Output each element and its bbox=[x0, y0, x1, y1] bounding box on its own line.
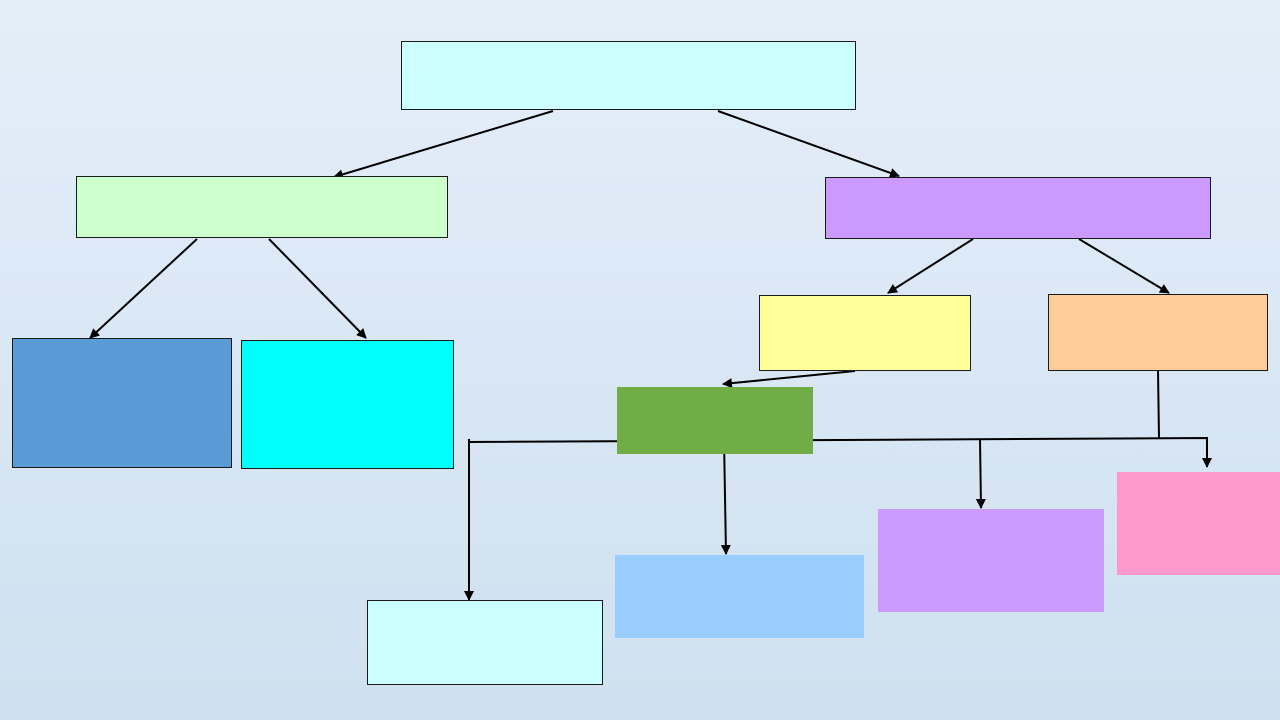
bottom-node-1 bbox=[367, 600, 603, 685]
edge-right-branch-to-right-child-2 bbox=[1078, 238, 1170, 294]
root-node bbox=[401, 41, 856, 110]
bottom-node-1-label bbox=[368, 601, 602, 684]
edge-right-child-2-stem bbox=[1157, 369, 1160, 439]
bottom-node-3-label bbox=[878, 509, 1104, 612]
edge-left-branch-to-left-child-2 bbox=[268, 238, 367, 339]
bottom-node-2 bbox=[615, 555, 864, 638]
edge-right-branch-to-right-child-1 bbox=[887, 238, 974, 294]
right-child-node-1 bbox=[759, 295, 971, 371]
right-branch-node bbox=[825, 177, 1211, 239]
edge-bus-to-bottom-node-2 bbox=[720, 438, 731, 555]
bottom-node-2-label bbox=[615, 555, 864, 638]
root-node-label bbox=[402, 42, 855, 109]
bottom-node-3 bbox=[878, 509, 1104, 612]
right-child-node-2-label bbox=[1049, 295, 1267, 370]
middle-node bbox=[617, 387, 813, 454]
left-child-node-1-label bbox=[13, 339, 231, 467]
edge-right-child-1-to-middle-node bbox=[722, 370, 856, 389]
left-child-node-2-label bbox=[242, 341, 453, 468]
edge-left-branch-to-left-child-1 bbox=[89, 238, 198, 339]
edge-root-to-left-branch bbox=[333, 110, 554, 180]
edge-bus-to-bottom-node-3 bbox=[975, 438, 986, 509]
edge-distribution-bus bbox=[468, 436, 1212, 468]
middle-node-label bbox=[617, 387, 813, 454]
left-child-node-2 bbox=[241, 340, 454, 469]
bottom-node-4 bbox=[1117, 472, 1280, 575]
right-branch-node-label bbox=[826, 178, 1210, 238]
left-branch-node bbox=[76, 176, 448, 238]
bottom-node-4-label bbox=[1117, 472, 1280, 575]
edge-root-to-right-branch bbox=[717, 110, 900, 178]
left-child-node-1 bbox=[12, 338, 232, 468]
right-child-node-1-label bbox=[760, 296, 970, 370]
left-branch-node-label bbox=[77, 177, 447, 237]
right-child-node-2 bbox=[1048, 294, 1268, 371]
